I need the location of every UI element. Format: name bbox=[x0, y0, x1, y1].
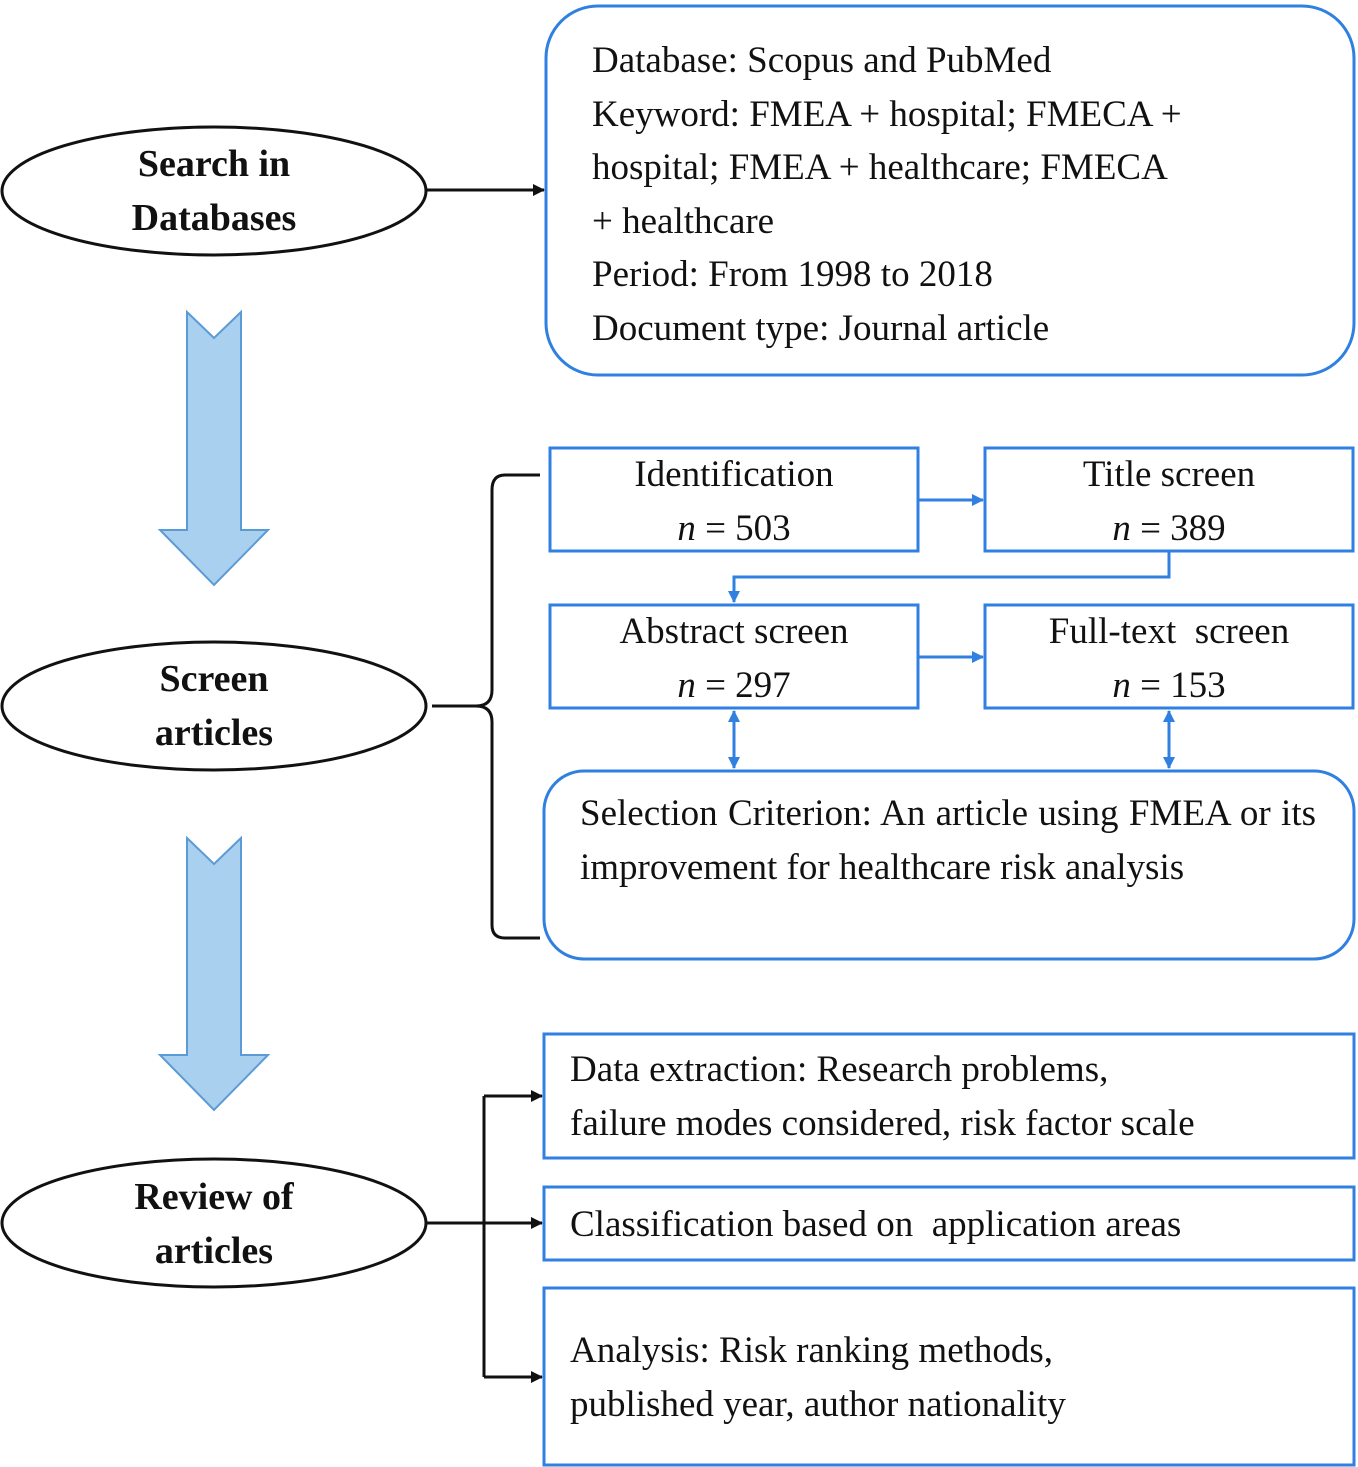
abstract-screen-text: Abstract screen n = 297 bbox=[552, 605, 916, 712]
abstract-screen-label: Abstract screen bbox=[619, 611, 849, 652]
title-screen-text: Title screen n = 389 bbox=[987, 448, 1351, 555]
selection-criterion-text: Selection Criterion: An article using FM… bbox=[580, 793, 1316, 888]
title-screen-label: Title screen bbox=[1082, 454, 1256, 495]
search-info-line: + healthcare bbox=[592, 200, 775, 242]
search-info-box bbox=[544, 4, 1356, 377]
stage-oval-review bbox=[0, 1157, 428, 1289]
fulltext-screen-text: Full-text screen n = 153 bbox=[987, 605, 1351, 712]
search-info-line: Database: Scopus and PubMed bbox=[592, 40, 1052, 81]
selection-criterion-box bbox=[542, 769, 1356, 961]
down-block-arrow-1 bbox=[157, 309, 271, 587]
stage-oval-search bbox=[0, 125, 428, 257]
identification-text: Identification n = 503 bbox=[552, 448, 916, 555]
title-screen-box bbox=[983, 446, 1355, 553]
stage-label-screen: Screen articles bbox=[40, 652, 388, 760]
n-symbol: n bbox=[1112, 507, 1131, 549]
arrow-title-to-abstract bbox=[728, 551, 1171, 603]
search-info-line: Period: From 1998 to 2018 bbox=[592, 254, 993, 295]
fulltext-screen-label: Full-text screen bbox=[1048, 611, 1290, 652]
stage-label-review: Review of articles bbox=[40, 1170, 388, 1278]
stage-label-line: Review of bbox=[134, 1176, 294, 1218]
title-screen-count: = 389 bbox=[1140, 507, 1226, 549]
n-symbol: n bbox=[677, 664, 696, 706]
analysis-text: Analysis: Risk ranking methods, publishe… bbox=[570, 1324, 1340, 1431]
screening-brace bbox=[432, 473, 540, 940]
analysis-line: published year, author nationality bbox=[570, 1383, 1066, 1425]
stage-label-line: Screen bbox=[159, 658, 269, 700]
stage-oval-screen bbox=[0, 640, 428, 772]
data-extraction-line: Data extraction: Research problems, bbox=[570, 1049, 1109, 1090]
data-extraction-line: failure modes considered, risk factor sc… bbox=[570, 1102, 1195, 1144]
identification-label: Identification bbox=[634, 454, 834, 495]
stage-label-line: articles bbox=[154, 712, 274, 754]
stage-label-search: Search in Databases bbox=[40, 137, 388, 245]
abstract-screen-box bbox=[548, 603, 920, 710]
classification-box bbox=[542, 1185, 1356, 1262]
n-symbol: n bbox=[677, 507, 696, 549]
stage-label-line: articles bbox=[154, 1230, 274, 1272]
identification-count-line: n = 503 bbox=[552, 502, 916, 556]
abstract-screen-count-line: n = 297 bbox=[552, 659, 916, 713]
fulltext-screen-count: = 153 bbox=[1140, 664, 1226, 706]
data-extraction-box bbox=[542, 1032, 1356, 1160]
title-screen-count-line: n = 389 bbox=[987, 502, 1351, 556]
abstract-screen-count: = 297 bbox=[705, 664, 791, 706]
analysis-line: Analysis: Risk ranking methods, bbox=[570, 1330, 1054, 1371]
stage-label-line: Databases bbox=[131, 197, 297, 239]
search-info-line: Keyword: FMEA + hospital; FMECA + bbox=[592, 93, 1182, 135]
fulltext-screen-box bbox=[983, 603, 1355, 710]
down-block-arrow-2 bbox=[157, 835, 271, 1112]
n-symbol: n bbox=[1112, 664, 1131, 706]
analysis-box bbox=[542, 1286, 1356, 1467]
search-info-text: Database: Scopus and PubMed Keyword: FME… bbox=[592, 34, 1332, 355]
review-bracket bbox=[427, 1096, 486, 1377]
identification-count: = 503 bbox=[705, 507, 791, 549]
stage-label-line: Search in bbox=[137, 143, 291, 185]
data-extraction-text: Data extraction: Research problems, fail… bbox=[570, 1043, 1340, 1150]
search-info-line: Document type: Journal article bbox=[592, 307, 1050, 349]
search-info-line: hospital; FMEA + healthcare; FMECA bbox=[592, 147, 1168, 188]
fulltext-screen-count-line: n = 153 bbox=[987, 659, 1351, 713]
classification-text: Classification based on application area… bbox=[570, 1204, 1182, 1245]
